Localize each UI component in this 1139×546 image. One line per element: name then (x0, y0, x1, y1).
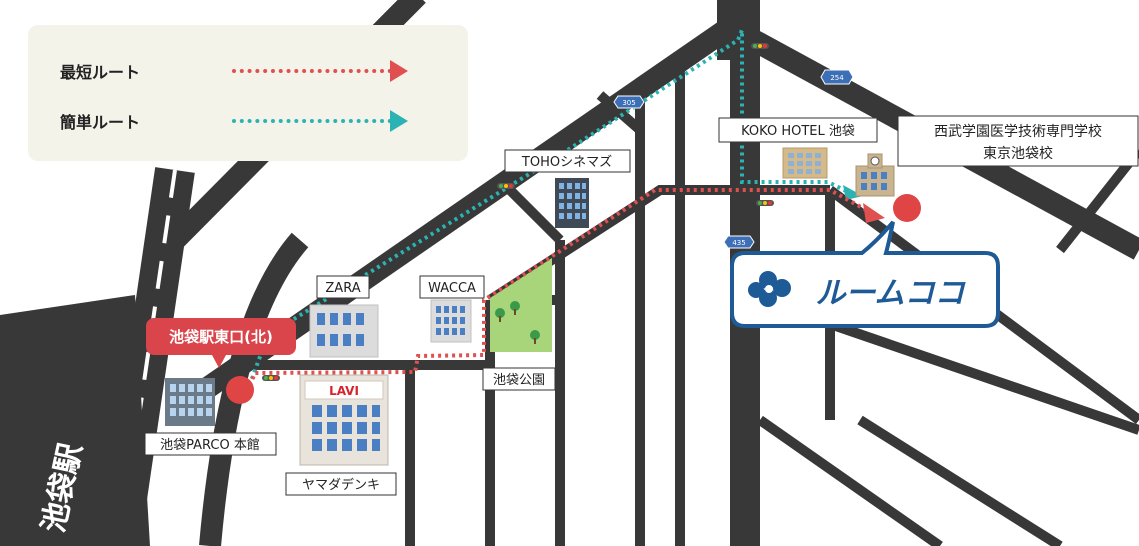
legend-shortest-label: 最短ルート (60, 63, 141, 82)
svg-text:WACCA: WACCA (428, 281, 476, 296)
toho-building-icon (555, 178, 589, 228)
street-diag-south-2 (857, 415, 1063, 546)
street-toho-diag (501, 181, 564, 244)
label-park: 池袋公園 (482, 367, 556, 391)
station-exit-callout: 池袋駅東口(北) (146, 318, 296, 368)
simple-route (245, 29, 851, 393)
label-toho: TOHOシネマズ (504, 149, 631, 173)
label-koko-hotel: KOKO HOTEL 池袋 (718, 117, 878, 143)
lavi-sign: LAVI (329, 384, 359, 398)
school-building-icon (855, 153, 895, 197)
route-305-label: 305 (622, 99, 635, 107)
legend-simple-line (232, 119, 392, 123)
street-305 (596, 91, 644, 134)
route-435-label: 435 (732, 239, 745, 247)
traffic-signals (262, 43, 774, 381)
koko-hotel-building-icon (782, 147, 828, 179)
road-station-curve (199, 232, 309, 546)
destination-callout: ルームココ (730, 220, 1000, 328)
label-wacca: WACCA (419, 275, 485, 299)
legend-shortest-arrow-icon (390, 60, 408, 82)
label-parco: 池袋PARCO 本館 (144, 432, 277, 456)
roomcoco-logo-icon (748, 271, 791, 307)
park-area (490, 258, 552, 352)
roomcoco-logo-text: ルームココ (815, 276, 966, 311)
svg-text:ZARA: ZARA (325, 281, 360, 296)
svg-text:東京池袋校: 東京池袋校 (983, 145, 1053, 162)
legend-simple-arrow-icon (390, 110, 408, 132)
route-254-label: 254 (830, 74, 844, 82)
legend-item-simple: 簡単ルート (60, 109, 440, 133)
svg-text:西武学園医学技術専門学校: 西武学園医学技術専門学校 (934, 123, 1102, 140)
route-305-shield: 305 (613, 95, 645, 109)
svg-text:池袋公園: 池袋公園 (493, 373, 545, 388)
start-marker (226, 376, 254, 404)
legend-item-shortest: 最短ルート (60, 59, 440, 83)
svg-text:TOHOシネマズ: TOHOシネマズ (521, 154, 612, 170)
label-yamada: ヤマダデンキ (285, 472, 397, 496)
svg-text:KOKO HOTEL 池袋: KOKO HOTEL 池袋 (741, 124, 855, 139)
station-block (0, 295, 150, 546)
wacca-building-icon (430, 299, 472, 343)
legend-simple-label: 簡単ルート (60, 113, 141, 132)
route-254-shield: 254 (820, 69, 854, 85)
svg-text:ヤマダデンキ: ヤマダデンキ (302, 477, 380, 493)
railway (0, 167, 195, 546)
svg-text:池袋駅東口(北): 池袋駅東口(北) (169, 328, 273, 346)
shortest-route (245, 188, 871, 393)
street-diag-south (757, 415, 943, 546)
label-zara: ZARA (316, 275, 370, 299)
street-east-edge (1056, 146, 1139, 254)
destination-marker (893, 194, 921, 222)
route-435-shield: 435 (723, 235, 755, 249)
shortest-route-arrow (863, 203, 885, 223)
svg-text:池袋PARCO 本館: 池袋PARCO 本館 (160, 438, 260, 453)
lavi-building-icon (299, 374, 389, 466)
zara-building-icon (309, 304, 379, 358)
parco-building-icon (165, 378, 215, 426)
label-school: 西武学園医学技術専門学校 東京池袋校 (897, 115, 1139, 167)
legend-panel: 最短ルート 簡単ルート (28, 25, 468, 161)
legend-shortest-line (232, 69, 392, 73)
